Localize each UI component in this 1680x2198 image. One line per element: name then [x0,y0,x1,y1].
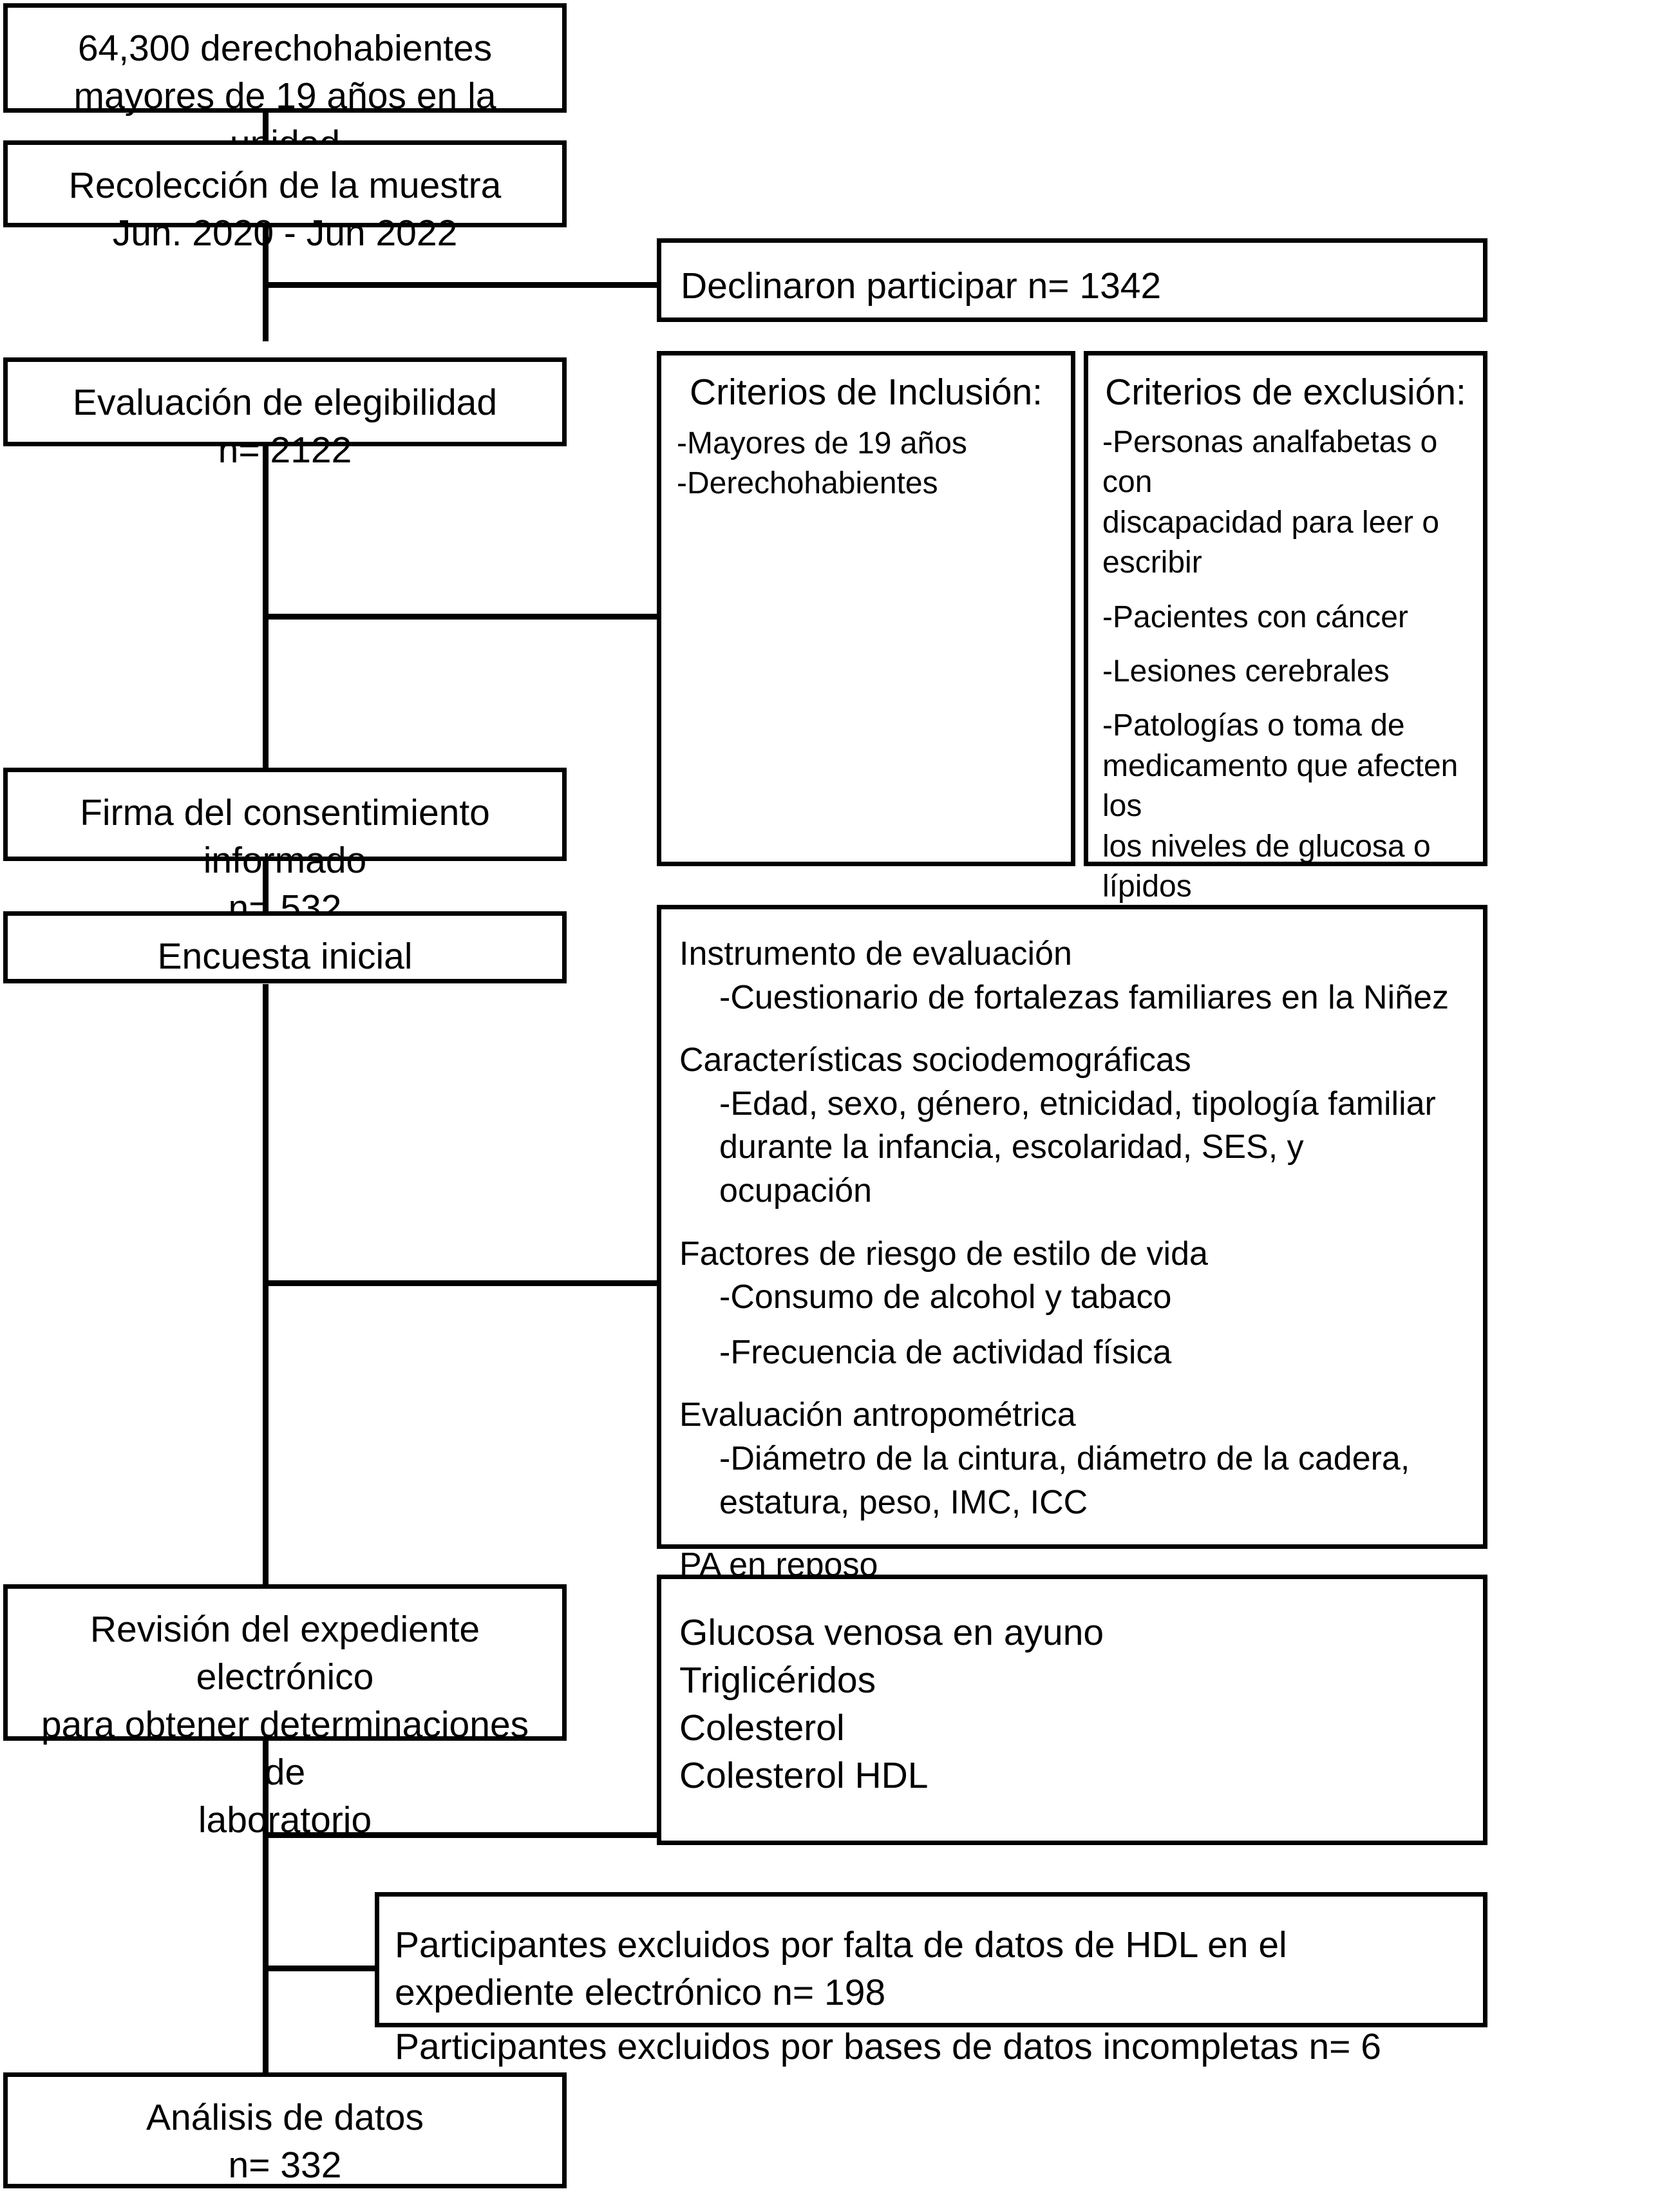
exclusion-item-4: -Lesiones cerebrales [1102,654,1390,689]
survey-detail-gap-3 [679,1374,1465,1394]
box-population: 64,300 derechohabientes mayores de 19 añ… [3,3,567,164]
connector-to-survey-detail [263,1280,662,1286]
connector-records-down [263,1741,269,2072]
connector-consent-to-survey [263,860,269,911]
excluded-final-line-1: Participantes excluidos por falta de dat… [395,1924,1287,2014]
box-lab-values: Glucosa venosa en ayuno Triglicéridos Co… [657,1575,1487,1845]
connector-eligibility-to-consent [263,444,269,768]
box-excluded-final: Participantes excluidos por falta de dat… [375,1892,1487,2067]
box-declined: Declinaron participar n= 1342 [657,238,1487,322]
connector-to-criteria [263,614,662,620]
box-survey-detail: Instrumento de evaluación -Cuestionario … [657,905,1487,1584]
survey-detail-g4-heading: Evaluación antropométrica [679,1396,1076,1434]
lab-value-3: Colesterol [679,1707,845,1749]
consent-line-1: Firma del consentimiento informado [80,792,490,882]
box-exclusion-criteria: Criterios de exclusión: -Personas analfa… [1084,351,1487,1080]
survey-detail-g4-item-1: -Diámetro de la cintura, diámetro de la … [719,1439,1410,1477]
inclusion-heading: Criterios de Inclusión: [689,372,1043,413]
box-inclusion-criteria: Criterios de Inclusión: -Mayores de 19 a… [657,351,1075,866]
lab-value-4: Colesterol HDL [679,1755,929,1797]
exclusion-item-1: -Personas analfabetas o con [1102,425,1438,500]
connector-population-to-collection [263,113,269,142]
exclusion-item-7: los niveles de glucosa o lípidos [1102,829,1431,904]
survey-line-1: Encuesta inicial [157,936,413,977]
survey-detail-gap-1 [679,1019,1465,1039]
collection-line-2: Jun. 2020 - Jun 2022 [112,213,458,254]
exclusion-item-2: discapacidad para leer o escribir [1102,505,1440,580]
population-line-1: 64,300 derechohabientes [77,28,493,69]
survey-detail-gap-2 [679,1213,1465,1233]
eligibility-line-1: Evaluación de elegibilidad [72,382,498,423]
box-consent: Firma del consentimiento informado n= 53… [3,768,567,929]
inclusion-item-2: -Derechohabientes [677,466,938,501]
survey-detail-g2-item-2: durante la infancia, escolaridad, SES, y… [719,1128,1304,1209]
analysis-line-1: Análisis de datos [146,2097,424,2138]
survey-detail-g2-item-1: -Edad, sexo, género, etnicidad, tipologí… [719,1085,1436,1123]
excluded-final-line-2: Participantes excluidos por bases de dat… [395,2026,1381,2068]
connector-to-declined [263,282,662,288]
survey-detail-g1-heading: Instrumento de evaluación [679,935,1072,972]
exclusion-item-5: -Patologías o toma de [1102,708,1405,743]
connector-to-lab-values [263,1832,662,1838]
box-collection: Recolección de la muestra Jun. 2020 - Ju… [3,140,567,254]
connector-to-excluded-final [263,1966,379,1971]
analysis-line-2: n= 332 [228,2145,342,2186]
lab-value-2: Triglicéridos [679,1660,876,1701]
box-survey: Encuesta inicial [3,911,567,983]
survey-detail-g4-item-2: estatura, peso, IMC, ICC [719,1483,1088,1521]
lab-value-1: Glucosa venosa en ayuno [679,1612,1104,1653]
connector-survey-down [263,984,269,1612]
records-review-line-3: laboratorio [198,1799,372,1841]
survey-detail-gap-4 [679,1524,1465,1544]
exclusion-heading: Criterios de exclusión: [1105,372,1466,413]
box-eligibility: Evaluación de elegibilidad n= 2122 [3,357,567,471]
survey-detail-g3-item-2: -Frecuencia de actividad física [719,1333,1172,1371]
exclusion-item-6: medicamento que afecten los [1102,748,1458,824]
box-records-review: Revisión del expediente electrónico para… [3,1584,567,1841]
survey-detail-g3-item-1: -Consumo de alcohol y tabaco [719,1278,1172,1316]
exclusion-item-3: -Pacientes con cáncer [1102,600,1408,634]
box-analysis: Análisis de datos n= 332 [3,2072,567,2188]
declined-line-1: Declinaron participar n= 1342 [681,265,1162,307]
collection-line-1: Recolección de la muestra [68,165,502,206]
inclusion-item-1: -Mayores de 19 años [677,426,967,461]
eligibility-line-2: n= 2122 [218,430,352,471]
survey-detail-g2-heading: Características sociodemográficas [679,1041,1191,1079]
records-review-line-2: para obtener determinaciones de [41,1704,529,1794]
survey-detail-g3-heading: Factores de riesgo de estilo de vida [679,1235,1208,1273]
survey-detail-g1-item-1: -Cuestionario de fortalezas familiares e… [719,978,1449,1016]
records-review-line-1: Revisión del expediente electrónico [90,1609,480,1698]
